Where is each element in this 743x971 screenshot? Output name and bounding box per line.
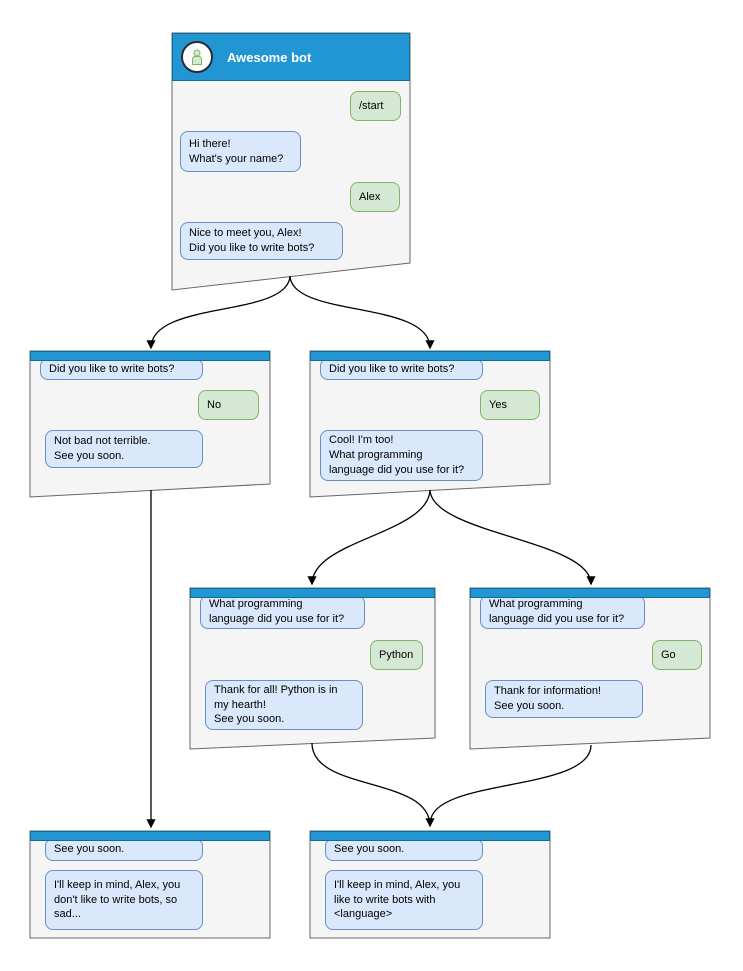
bot-message-bubble: See you soon.	[325, 838, 483, 861]
window-titlebar	[30, 351, 270, 361]
window-titlebar	[310, 351, 550, 361]
window-titlebar	[190, 588, 435, 598]
bot-message-bubble: I'll keep in mind, Alex, you like to wri…	[325, 870, 483, 930]
chat-title: Awesome bot	[227, 49, 312, 65]
bot-message-bubble: What programming language did you use fo…	[480, 595, 645, 629]
window-titlebar	[30, 831, 270, 841]
edge-go-branch-to-end-yes	[429, 744, 592, 823]
bot-message-bubble: Nice to meet you, Alex! Did you like to …	[180, 222, 343, 260]
window-titlebar	[470, 588, 710, 598]
person-icon	[192, 49, 202, 65]
bot-message-bubble: Thank for all! Python is in my hearth! S…	[205, 680, 363, 730]
user-message-bubble: /start	[350, 91, 401, 121]
user-message-bubble: No	[198, 390, 259, 420]
bot-message-bubble: Did you like to write bots?	[40, 358, 203, 380]
bot-message-bubble: Cool! I'm too! What programming language…	[320, 430, 483, 481]
bot-message-bubble: I'll keep in mind, Alex, you don't like …	[45, 870, 203, 930]
window-titlebar	[310, 831, 550, 841]
user-message-bubble: Alex	[350, 182, 400, 212]
chat-window-header: Awesome bot	[172, 33, 410, 81]
edge-yes-branch-to-go-branch	[429, 489, 596, 586]
user-message-bubble: Go	[652, 640, 702, 670]
avatar	[181, 41, 213, 73]
bot-message-bubble: Thank for information! See you soon.	[485, 680, 643, 718]
edge-root-to-yes-branch	[289, 275, 435, 350]
user-message-bubble: Python	[370, 640, 423, 670]
bot-message-bubble: Not bad not terrible. See you soon.	[45, 430, 203, 468]
edge-yes-branch-to-python-branch	[307, 489, 431, 586]
edge-python-branch-to-end-yes	[311, 742, 435, 828]
edge-root-to-no-branch	[146, 275, 291, 350]
user-message-bubble: Yes	[480, 390, 540, 420]
bot-message-bubble: Hi there! What's your name?	[180, 131, 301, 172]
bot-message-bubble: What programming language did you use fo…	[200, 595, 365, 629]
bot-message-bubble: See you soon.	[45, 838, 203, 861]
bot-message-bubble: Did you like to write bots?	[320, 358, 483, 380]
